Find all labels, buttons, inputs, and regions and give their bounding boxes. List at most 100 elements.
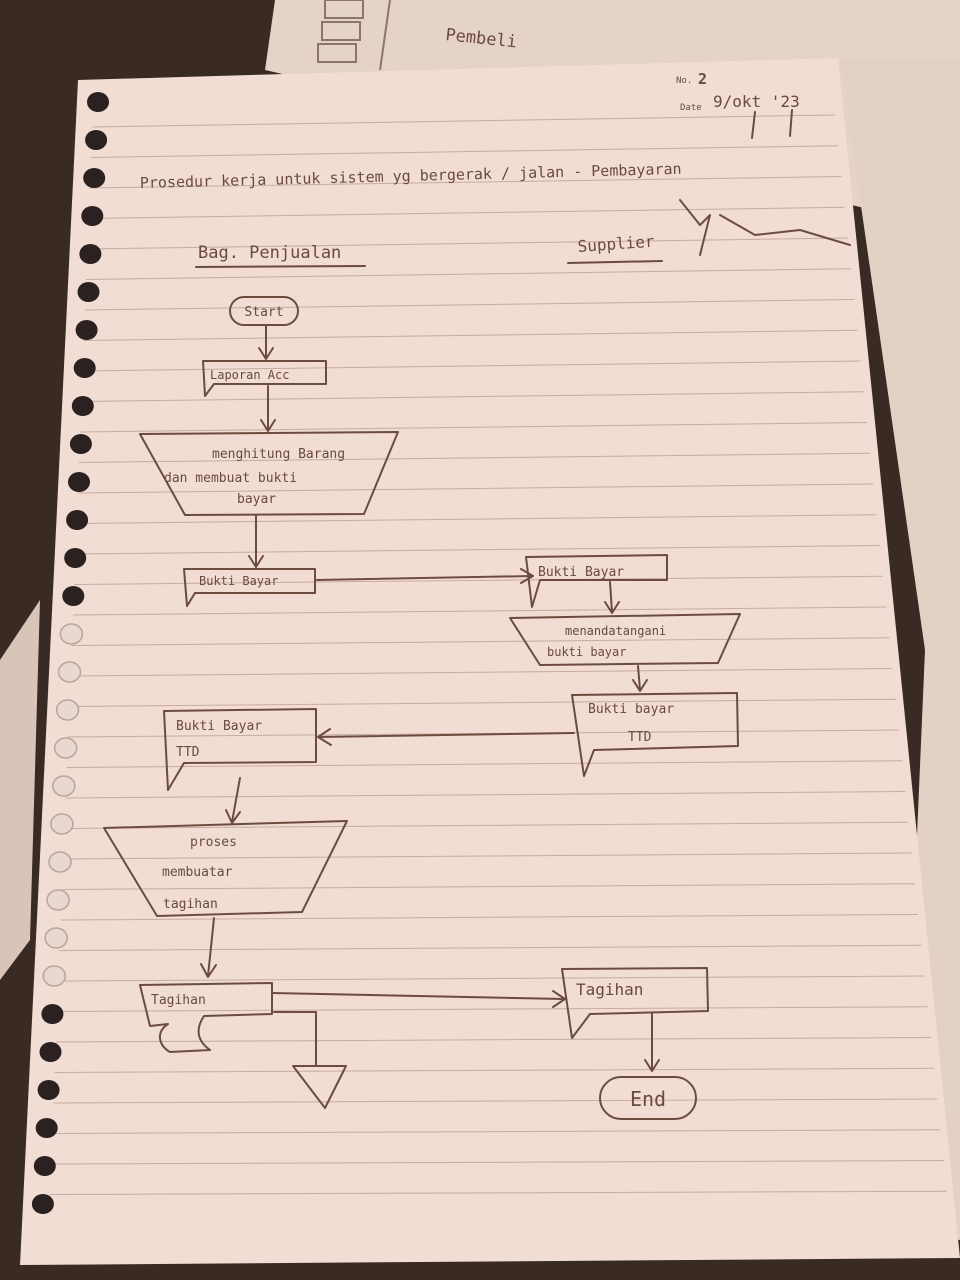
bukti-bayar-ttd-left-line-2: TTD [176, 745, 200, 760]
spiral-hole [35, 1118, 58, 1138]
spiral-hole [79, 244, 102, 264]
arrow-proses-tagihan [200, 917, 217, 978]
spiral-hole [68, 472, 90, 492]
ruled-line [59, 944, 922, 951]
end-terminal [599, 1076, 697, 1120]
ruled-lines [49, 114, 948, 1195]
ruled-line [53, 1098, 938, 1104]
arrow-tagihan-to-archive [273, 1011, 317, 1067]
bukti-bayar-ttd-left-document [163, 708, 317, 791]
spiral-hole [71, 396, 94, 416]
arrow-ttd-to-penjualan [317, 728, 575, 746]
spiral-hole [85, 130, 108, 150]
menandatangani-line-1: menandatangani [565, 624, 666, 638]
proses-line-3: tagihan [163, 897, 218, 912]
date-separators [751, 109, 793, 139]
arrow-menandatangani-ttd [632, 665, 648, 692]
arrow-ttd-proses [225, 777, 241, 824]
ruled-line [51, 1160, 944, 1165]
laporan-acc-document [202, 360, 327, 397]
page-number-value: 2 [698, 70, 707, 88]
spiral-hole [83, 168, 106, 188]
tagihan-left-document [139, 982, 273, 1053]
ruled-line [81, 391, 864, 402]
ruled-line [89, 176, 842, 189]
end-label: End [630, 1087, 666, 1111]
bukti-bayar-ttd-right-line-2: TTD [628, 730, 652, 745]
spiral-hole [77, 282, 100, 302]
spiral-hole [62, 586, 85, 606]
start-label: Start [244, 305, 283, 320]
bukti-bayar-right-document [525, 554, 668, 608]
ruled-line [75, 545, 880, 555]
ruled-line [91, 114, 836, 128]
bukti-bayar-left-document [183, 568, 316, 607]
background-sheet-top-boxes [317, 0, 391, 71]
tagihan-right-label: Tagihan [576, 980, 643, 999]
ruled-line [77, 483, 874, 494]
bukti-bayar-right-label: Bukti Bayar [538, 565, 624, 580]
arrow-tagihan-end [644, 1013, 660, 1072]
menghitung-line-3: bayar [237, 492, 276, 507]
ruled-line [88, 206, 845, 219]
ruled-line [84, 299, 855, 311]
spiral-hole [69, 434, 92, 454]
bukti-bayar-left-label: Bukti Bayar [199, 574, 278, 588]
spiral-hole [75, 320, 98, 340]
spiral-hole [53, 737, 78, 759]
proses-tagihan-process [103, 820, 348, 917]
spiral-hole [81, 206, 104, 226]
ruled-line [66, 760, 903, 768]
menghitung-line-1: menghitung Barang [212, 447, 345, 462]
arrow-start-laporan [258, 325, 274, 360]
torn-edge-scribble [679, 199, 851, 256]
ruled-line [90, 145, 839, 158]
ruled-line [72, 606, 887, 616]
spiral-hole [55, 699, 80, 721]
menghitung-process [139, 431, 399, 516]
page-number-label: No. [676, 76, 692, 86]
ruled-line [69, 698, 896, 707]
lane-bag-penjualan: Bag. Penjualan [198, 243, 341, 263]
proses-line-1: proses [190, 835, 237, 850]
spiral-hole [48, 851, 72, 873]
spiral-hole [37, 1080, 60, 1100]
spiral-hole [66, 510, 89, 530]
spiral-hole [41, 1004, 64, 1024]
spiral-hole [44, 927, 68, 949]
spiral-hole [64, 548, 87, 568]
archive-triangle [292, 1065, 347, 1109]
ruled-line [73, 575, 884, 585]
arrow-laporan-menghitung [260, 385, 276, 432]
tagihan-right-document [561, 967, 709, 1039]
ruled-line [64, 821, 909, 829]
start-terminal [229, 296, 299, 326]
bukti-bayar-ttd-right-document [571, 692, 739, 777]
notebook-page [20, 58, 960, 1265]
spiral-hole [59, 623, 84, 645]
arrow-menghitung-bukti [248, 515, 264, 568]
ruled-line [65, 791, 906, 799]
background-sheet-left [0, 600, 40, 980]
spiral-hole [42, 965, 67, 987]
date-label: Date [680, 103, 702, 113]
ruled-line [82, 360, 861, 372]
ruled-line [85, 268, 852, 280]
ruled-line [58, 975, 925, 982]
ruled-line [71, 637, 890, 646]
lane-supplier-underline [567, 260, 663, 264]
spiral-hole [46, 889, 70, 911]
ruled-line [79, 422, 868, 433]
spiral-holes [31, 92, 109, 1214]
arrow-bukti-to-supplier [316, 568, 534, 584]
tagihan-left-label: Tagihan [151, 993, 206, 1008]
bukti-bayar-ttd-right-line-1: Bukti bayar [588, 702, 674, 717]
spiral-hole [52, 775, 76, 797]
ruled-line [87, 237, 848, 250]
ruled-line [52, 1129, 941, 1134]
spiral-hole [87, 92, 109, 112]
ruled-line [54, 1067, 935, 1073]
ruled-line [57, 1006, 928, 1012]
bukti-bayar-ttd-left-line-1: Bukti Bayar [176, 719, 262, 734]
